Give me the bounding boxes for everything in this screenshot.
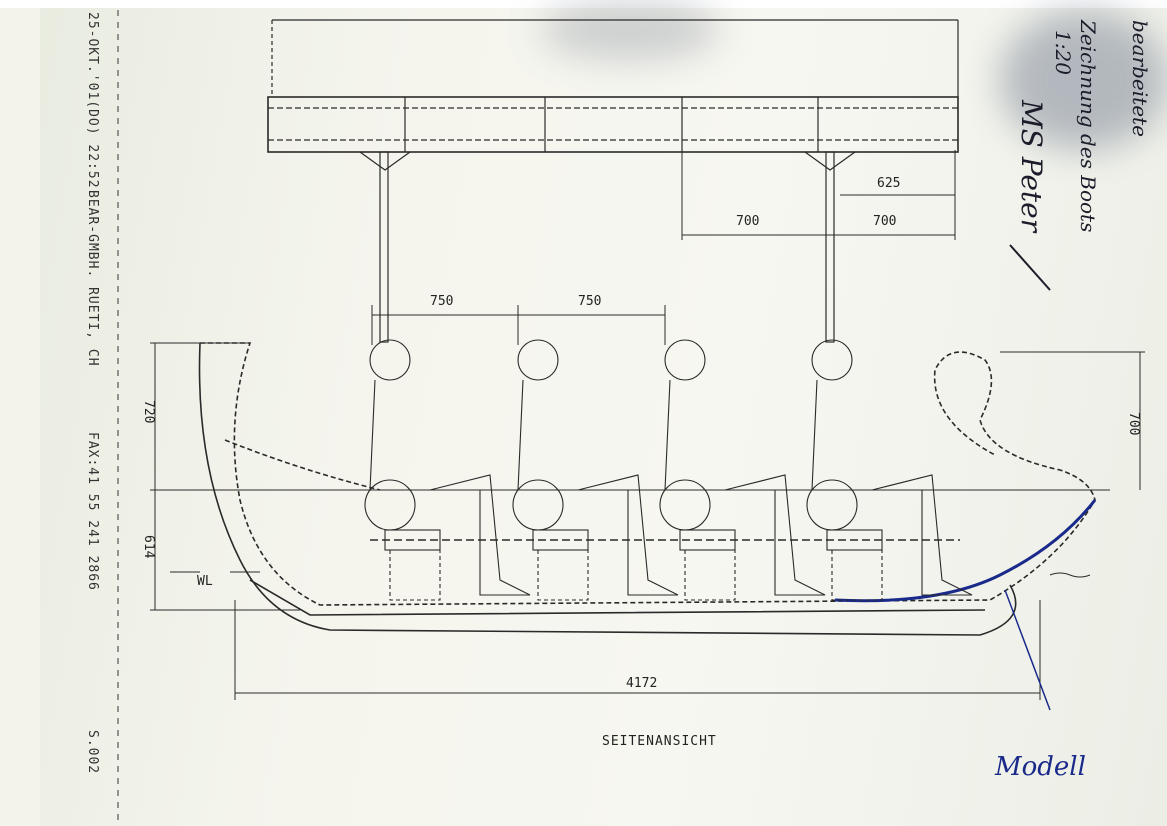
model-label: Modell [995, 752, 1086, 782]
dimension-lines [150, 150, 1145, 700]
handwritten-name: MS Peter [1015, 100, 1048, 233]
seated-figures [364, 339, 973, 601]
dim-bow-height: 720 [141, 400, 156, 424]
handwritten-note-line1: bearbeitete [1128, 20, 1152, 137]
dim-canopy-span-right: 700 [873, 214, 897, 229]
fax-sender: BEAR-GMBH. RUETI, CH [85, 190, 100, 367]
figure-3 [659, 339, 826, 601]
fax-date: 25-OKT.'01(DO) 22:52 [85, 12, 100, 189]
figure-1 [364, 339, 531, 601]
dim-swan-height: 700 [1126, 412, 1141, 436]
dim-canopy-span-left: 700 [736, 214, 760, 229]
dim-overall-length: 4172 [626, 676, 658, 691]
dim-seat-pitch-1: 750 [430, 294, 454, 309]
handwritten-scale: 1:20 [1051, 30, 1075, 75]
fax-page: S.002 [85, 730, 100, 775]
figure-2 [512, 339, 679, 601]
fax-number: FAX:41 55 241 2866 [85, 432, 100, 591]
paper-sheet [40, 0, 1167, 826]
waterline-label: WL [197, 574, 213, 589]
dim-draft: 614 [141, 535, 156, 559]
model-pointer-arrow [1004, 589, 1051, 711]
model-marking [834, 499, 1097, 603]
dim-seat-pitch-2: 750 [578, 294, 602, 309]
dim-canopy-overhang: 625 [877, 176, 901, 191]
figure-4 [806, 339, 973, 601]
scan-stain [540, 0, 720, 60]
scan-edge [0, 0, 1167, 8]
canopy [267, 19, 959, 343]
scan-stain [1000, 10, 1167, 150]
drawing-title: SEITENANSICHT [602, 734, 717, 749]
handwritten-note-line2: Zeichnung des Boots [1076, 20, 1100, 233]
hull [198, 342, 1097, 711]
